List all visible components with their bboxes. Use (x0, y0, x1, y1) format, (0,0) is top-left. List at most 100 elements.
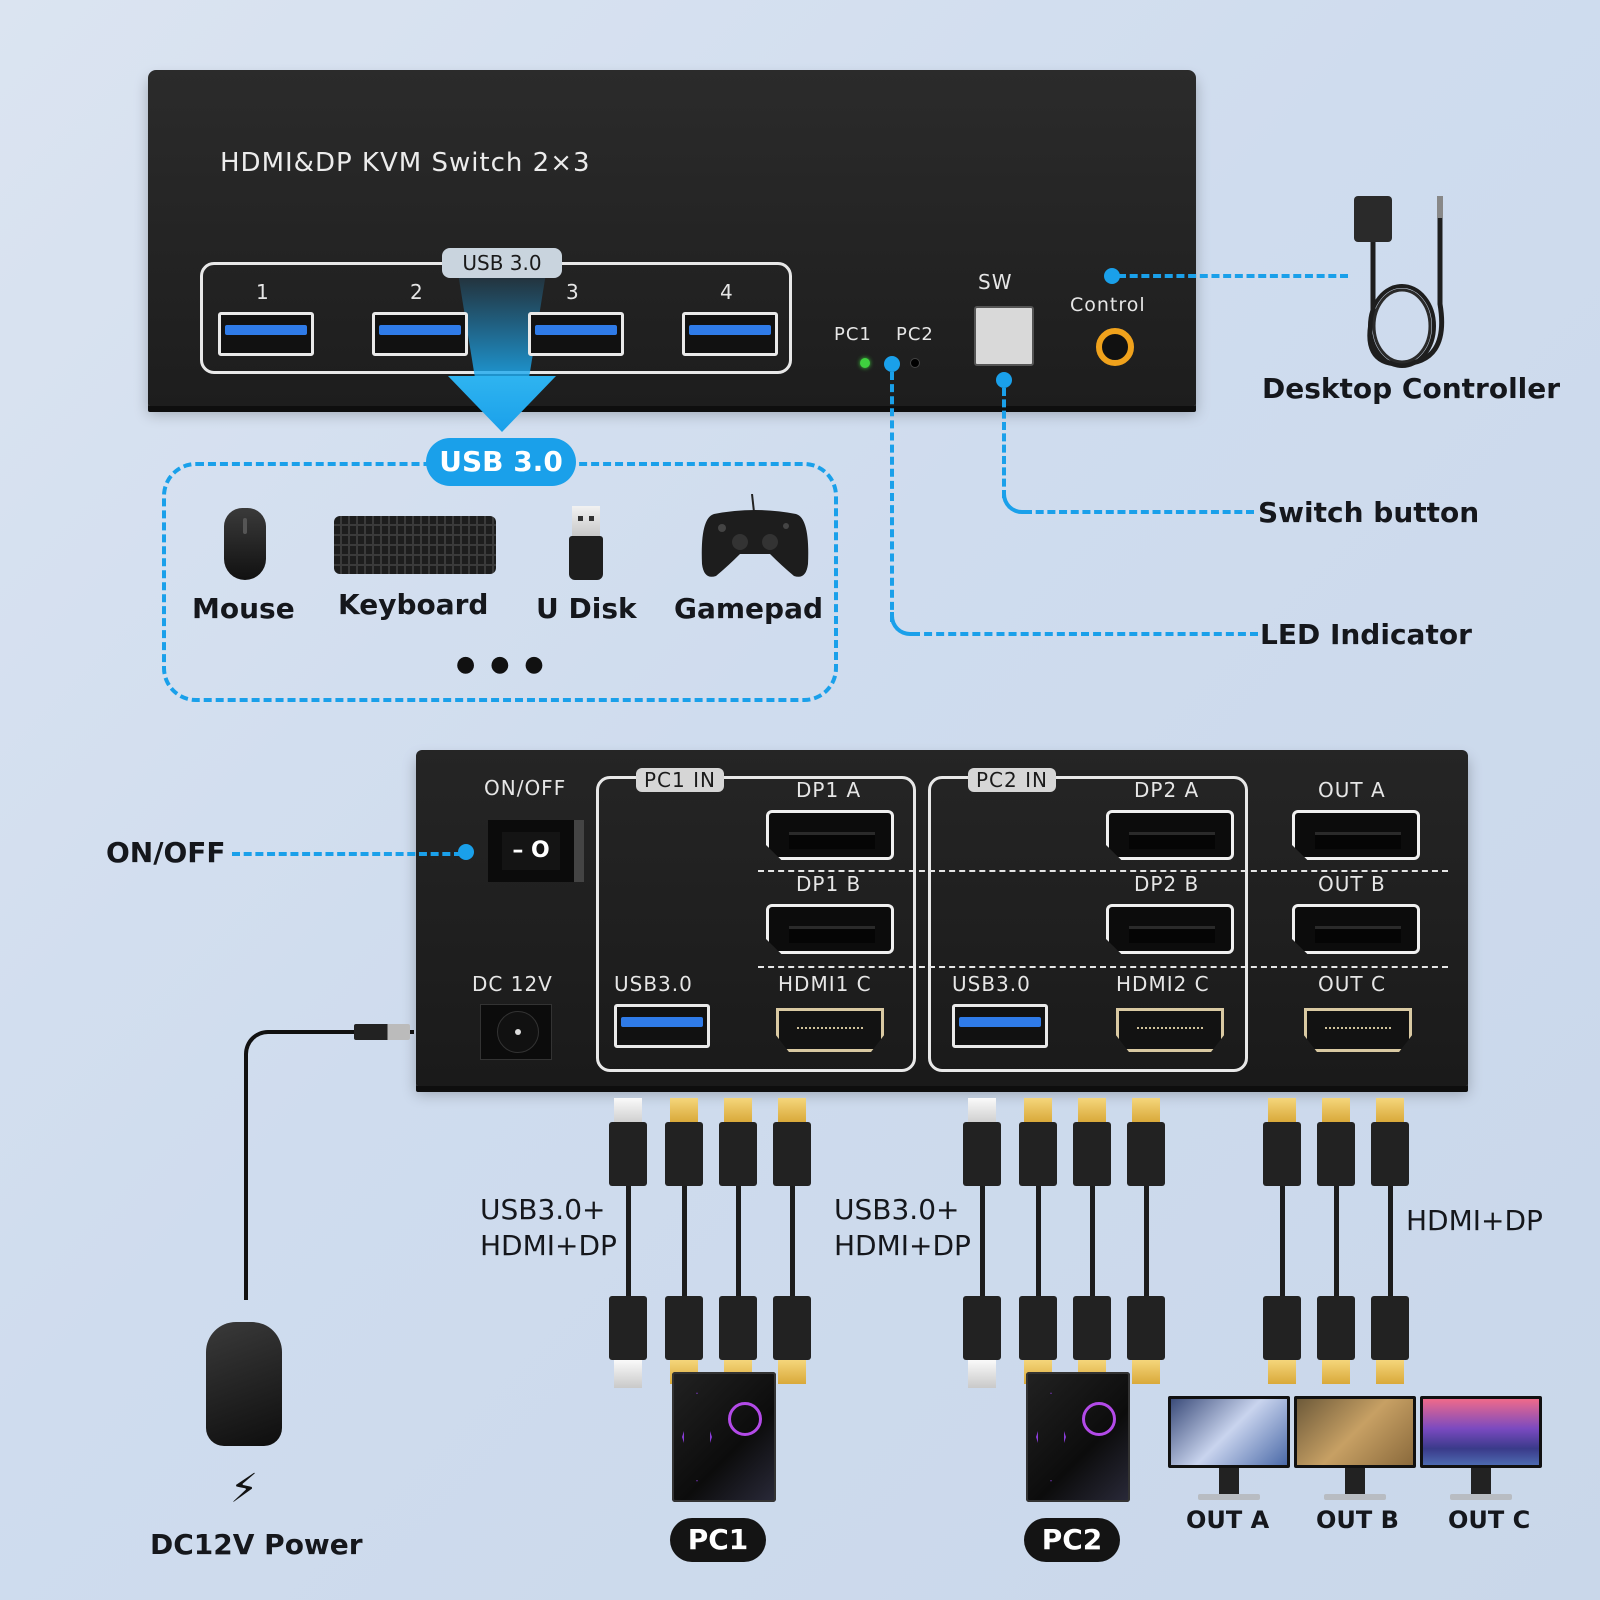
led-callout-line-h (912, 632, 1258, 636)
port-label-out-a: OUT A (1318, 778, 1386, 802)
port-dp1a[interactable] (766, 810, 894, 860)
device-label-gamepad: Gamepad (674, 592, 824, 625)
keyboard-icon (334, 516, 496, 574)
port-pc1-usb[interactable] (614, 1004, 710, 1048)
rear-dc-label: DC 12V (472, 972, 553, 996)
monitor-out-b-base (1324, 1494, 1386, 1500)
port-dp2b[interactable] (1106, 904, 1234, 954)
port-label-dp2a: DP2 A (1134, 778, 1200, 802)
row-separator-1 (758, 870, 1448, 872)
pc1-usb-cable-1-wire (626, 1186, 631, 1296)
control-callout-dot (1104, 268, 1120, 284)
out-dp-cable-2-top-tip (1322, 1098, 1350, 1122)
monitor-label-out-c: OUT C (1448, 1506, 1531, 1534)
more-devices-dots: ● ● ● (456, 652, 548, 677)
port-dp1b[interactable] (766, 904, 894, 954)
usb-drive-icon (572, 506, 600, 536)
pc2-usb-cable-1-top-plug (963, 1122, 1001, 1186)
pc1-hdmi-cable-2-bottom-plug (665, 1296, 703, 1360)
port-hdmi2c[interactable] (1116, 1008, 1224, 1052)
pc1-group-tag: PC1 IN (636, 768, 724, 792)
pc1-badge: PC1 (670, 1518, 766, 1562)
out-dp-cable-2-bottom-tip (1322, 1360, 1350, 1384)
power-adapter-icon (206, 1322, 282, 1446)
pc2-usb-cable-1-bottom-tip (968, 1360, 996, 1388)
callout-desktop-controller: Desktop Controller (1262, 372, 1561, 405)
out-dp-cable-3-bottom-plug (1371, 1296, 1409, 1360)
usb-port-1[interactable] (218, 312, 314, 356)
out-dp-cable-3-top-tip (1376, 1098, 1404, 1122)
pc1-cable-label-line2: HDMI+DP (480, 1229, 617, 1262)
usb-drive-body (569, 536, 603, 580)
pc1-cable-label: USB3.0+ HDMI+DP (480, 1192, 617, 1264)
pc1-dp-cable-3-top-tip (724, 1098, 752, 1122)
kvm-rear-panel: ON/OFF – O DC 12V PC1 IN DP1 A DP1 B HDM… (416, 750, 1468, 1086)
out-dp-cable-3-wire (1388, 1186, 1393, 1296)
on-off-callout-line (232, 852, 462, 856)
out-hdmi-cable-1-bottom-plug (1263, 1296, 1301, 1360)
monitor-out-a-stand (1219, 1468, 1239, 1496)
led-callout-corner (890, 612, 914, 636)
port-label-hdmi2c: HDMI2 C (1116, 972, 1210, 996)
pc1-dp-cable-4-wire (790, 1186, 795, 1296)
port-dp2a[interactable] (1106, 810, 1234, 860)
pc1-usb-cable-1-top-plug (609, 1122, 647, 1186)
switch-label: SW (978, 270, 1013, 294)
pc1-cable-label-line1: USB3.0+ (480, 1193, 606, 1226)
pc2-cable-label-line1: USB3.0+ (834, 1193, 960, 1226)
device-label-udisk: U Disk (536, 592, 637, 625)
usb-port-label-4: 4 (720, 280, 734, 304)
pc2-tower-icon (1026, 1372, 1130, 1502)
device-label-keyboard: Keyboard (338, 588, 489, 621)
pc2-dp-cable-4-top-plug (1127, 1122, 1165, 1186)
pc2-badge: PC2 (1024, 1518, 1120, 1562)
port-label-dp2b: DP2 B (1134, 872, 1200, 896)
mouse-icon (224, 508, 266, 580)
power-switch-symbols: – O (502, 832, 560, 870)
usb-port-3[interactable] (528, 312, 624, 356)
monitor-out-c-stand (1471, 1468, 1491, 1496)
switch-callout-dot (996, 372, 1012, 388)
pc2-cable-label-line2: HDMI+DP (834, 1229, 971, 1262)
out-hdmi-cable-1-bottom-tip (1268, 1360, 1296, 1384)
switch-button[interactable] (974, 306, 1034, 366)
callout-led-indicator: LED Indicator (1260, 618, 1472, 651)
port-out-c[interactable] (1304, 1008, 1412, 1052)
port-out-a[interactable] (1292, 810, 1420, 860)
pc1-dp-cable-3-wire (736, 1186, 741, 1296)
port-hdmi1c[interactable] (776, 1008, 884, 1052)
pc1-dp-cable-4-top-plug (773, 1122, 811, 1186)
port-label-hdmi1c: HDMI1 C (778, 972, 872, 996)
usb-port-2[interactable] (372, 312, 468, 356)
out-dp-cable-2-bottom-plug (1317, 1296, 1355, 1360)
pc2-dp-cable-4-bottom-tip (1132, 1360, 1160, 1384)
power-switch[interactable]: – O (488, 820, 584, 882)
callout-on-off: ON/OFF (106, 836, 226, 869)
usb-port-label-1: 1 (256, 280, 270, 304)
control-callout-line (1118, 274, 1348, 278)
pc1-dp-cable-4-top-tip (778, 1098, 806, 1122)
lightning-icon: ⚡ (230, 1466, 259, 1512)
usb-port-label-3: 3 (566, 280, 580, 304)
usb-port-4[interactable] (682, 312, 778, 356)
led-label-pc1: PC1 (834, 324, 872, 345)
monitor-out-c (1420, 1396, 1542, 1468)
pc2-dp-cable-4-bottom-plug (1127, 1296, 1165, 1360)
pc2-cable-label: USB3.0+ HDMI+DP (834, 1192, 971, 1264)
dc-power-jack[interactable] (480, 1004, 552, 1060)
out-hdmi-cable-1-top-tip (1268, 1098, 1296, 1122)
port-out-b[interactable] (1292, 904, 1420, 954)
pc2-dp-cable-3-wire (1090, 1186, 1095, 1296)
out-dp-cable-2-top-plug (1317, 1122, 1355, 1186)
led-callout-line-v (890, 372, 894, 622)
out-dp-cable-3-top-plug (1371, 1122, 1409, 1186)
port-label-out-c: OUT C (1318, 972, 1386, 996)
pc2-group-tag: PC2 IN (968, 768, 1056, 792)
port-pc2-usb[interactable] (952, 1004, 1048, 1048)
dc-power-cable (244, 1030, 414, 1300)
pc2-hdmi-cable-2-bottom-plug (1019, 1296, 1057, 1360)
device-label-mouse: Mouse (192, 592, 295, 625)
switch-callout-corner (1002, 490, 1026, 514)
port-label-pc2-usb: USB3.0 (952, 972, 1031, 996)
control-jack[interactable] (1096, 328, 1134, 366)
